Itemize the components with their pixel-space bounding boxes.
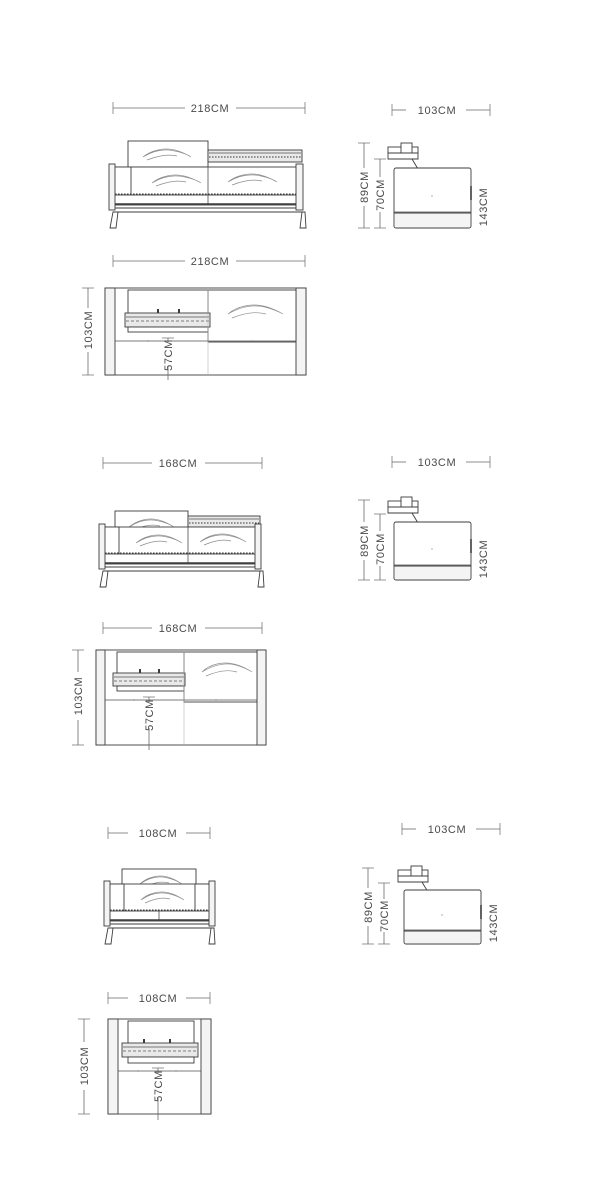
dimension-label-width: 108CM <box>139 993 177 1005</box>
group-three-seater-front-view: 218CM <box>108 102 307 229</box>
dimension-label-inner: 57CM <box>153 1070 165 1102</box>
dimension-103cm-side-top: 103CM <box>391 104 491 117</box>
group-armchair-side-view: 103CM 89CM 70CM <box>362 823 501 945</box>
dimension-143cm: 143CM <box>488 904 500 942</box>
dimension-label-height-seat: 70CM <box>375 533 387 565</box>
dimension-label-width: 168CM <box>159 623 197 635</box>
dimension-label-width: 218CM <box>191 103 229 115</box>
group-armchair-top-view: 108CM 103CM <box>78 992 212 1120</box>
dimension-label-depth: 103CM <box>79 1047 91 1085</box>
group-three-seater-top-view: 218CM 103CM <box>82 255 307 380</box>
dimension-143cm: 143CM <box>478 188 490 226</box>
dimension-label-depth: 103CM <box>83 311 95 349</box>
dimension-70cm: 70CM <box>374 158 387 229</box>
dimension-57cm: 57CM <box>143 696 156 750</box>
dimension-57cm: 57CM <box>162 337 175 380</box>
sofa-front-elevation-218 <box>108 140 307 229</box>
dimension-103cm-top-left: 103CM <box>78 1018 91 1115</box>
dimension-168cm-top: 168CM <box>102 622 263 635</box>
dimension-108cm-front-top: 108CM <box>107 827 211 840</box>
armchair-top-plan <box>107 1018 212 1115</box>
dimension-label-height-seat: 70CM <box>375 179 387 211</box>
sofa-side-elevation-218 <box>387 142 472 229</box>
dimension-label-depth: 103CM <box>73 677 85 715</box>
dimension-218cm-front-top: 218CM <box>112 102 306 115</box>
sofa-side-elevation-168 <box>387 496 472 581</box>
dimension-label-inner: 57CM <box>144 699 156 731</box>
armchair-side-elevation <box>397 865 482 945</box>
dimension-89cm: 89CM <box>358 142 371 229</box>
dimension-label-depth: 103CM <box>418 105 456 117</box>
dimension-label-width: 108CM <box>139 828 177 840</box>
dimension-103cm-side-top: 103CM <box>391 456 491 469</box>
dimension-label-width: 218CM <box>191 256 229 268</box>
sofa-top-plan-168 <box>95 649 267 746</box>
dimension-103cm-top-left: 103CM <box>82 287 95 376</box>
group-armchair-front-view: 108CM <box>103 827 216 945</box>
group-three-seater-side-view: 103CM 89CM 70CM <box>358 104 491 229</box>
dimension-label-width: 168CM <box>159 458 197 470</box>
dimension-218cm-top: 218CM <box>112 255 306 268</box>
dimension-168cm-front-top: 168CM <box>102 457 263 470</box>
dimension-103cm-top-left: 103CM <box>72 649 85 746</box>
dimension-label-inner: 57CM <box>163 339 175 371</box>
sofa-top-plan-218 <box>104 287 307 376</box>
dimension-89cm: 89CM <box>358 499 371 581</box>
dimension-label-height-total: 89CM <box>363 891 375 923</box>
dimension-label-height-arm: 143CM <box>478 540 490 578</box>
dimension-57cm: 57CM <box>152 1067 165 1120</box>
group-two-seater-front-view: 168CM <box>98 457 265 588</box>
group-two-seater-top-view: 168CM 103CM <box>72 622 267 750</box>
dimension-label-height-seat: 70CM <box>379 900 391 932</box>
dimension-70cm: 70CM <box>374 513 387 581</box>
dimension-89cm: 89CM <box>362 867 375 945</box>
dimension-70cm: 70CM <box>378 882 391 945</box>
dimension-label-height-arm: 143CM <box>478 188 490 226</box>
dimension-143cm: 143CM <box>478 540 490 578</box>
dimension-label-height-total: 89CM <box>359 171 371 203</box>
armchair-front-elevation-108 <box>103 868 216 945</box>
group-two-seater-side-view: 103CM 89CM 70CM <box>358 456 491 581</box>
sofa-front-elevation-168 <box>98 510 265 588</box>
dimension-label-depth: 103CM <box>428 824 466 836</box>
dimension-label-depth: 103CM <box>418 457 456 469</box>
dimension-label-height-arm: 143CM <box>488 904 500 942</box>
dimension-label-height-total: 89CM <box>359 525 371 557</box>
dimension-108cm-top: 108CM <box>107 992 211 1005</box>
dimension-103cm-side-top: 103CM <box>401 823 501 836</box>
